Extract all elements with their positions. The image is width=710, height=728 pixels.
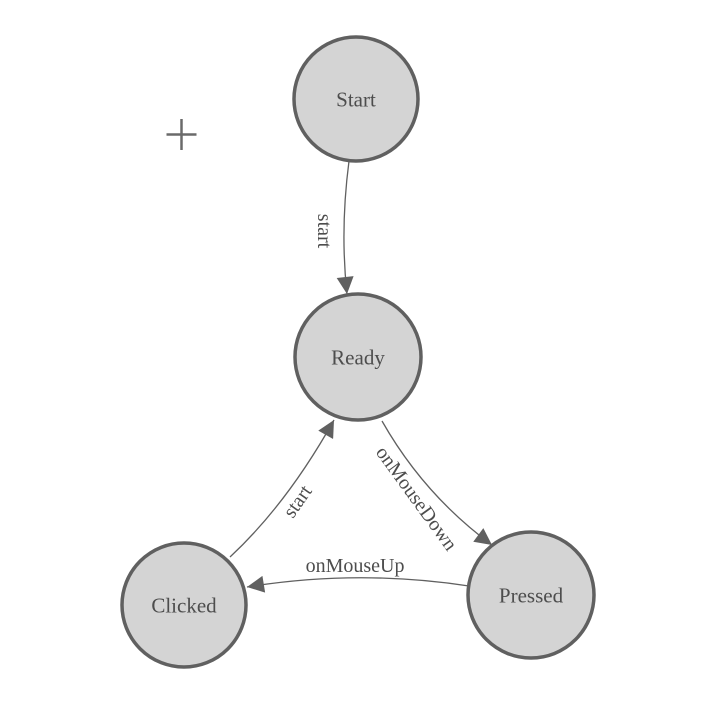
- edge-pressed-to-clicked-line: [246, 575, 470, 593]
- node-start[interactable]: Start: [292, 35, 420, 163]
- edge-clicked-to-ready-line: [229, 419, 335, 558]
- edge-clicked-to-ready[interactable]: start: [229, 419, 335, 558]
- ready-node-circle: [293, 292, 423, 422]
- edge-ready-to-pressed-line: [381, 420, 493, 546]
- crosshair-icon: [166, 119, 197, 150]
- start-node-circle: [292, 35, 420, 163]
- ready-node-label: Ready: [331, 345, 385, 369]
- pressed-node-circle: [466, 530, 596, 660]
- clicked-node-label: Clicked: [151, 593, 217, 617]
- edge-label-pressed-to-clicked: onMouseUp: [306, 555, 405, 577]
- edge-start-to-ready[interactable]: start: [313, 160, 354, 295]
- edge-label-clicked-to-ready: start: [279, 481, 317, 522]
- edge-label-ready-to-pressed: onMouseDown: [371, 442, 461, 555]
- pressed-node-label: Pressed: [499, 583, 564, 607]
- edge-start-to-ready-line: [336, 160, 354, 295]
- clicked-node-circle: [120, 541, 248, 669]
- node-ready[interactable]: Ready: [293, 292, 423, 422]
- start-node-label: Start: [336, 87, 376, 111]
- edge-label-start-to-ready: start: [313, 214, 335, 249]
- node-clicked[interactable]: Clicked: [120, 541, 248, 669]
- edge-ready-to-pressed[interactable]: onMouseDown: [371, 420, 493, 555]
- node-pressed[interactable]: Pressed: [466, 530, 596, 660]
- edge-pressed-to-clicked[interactable]: onMouseUp: [246, 555, 470, 593]
